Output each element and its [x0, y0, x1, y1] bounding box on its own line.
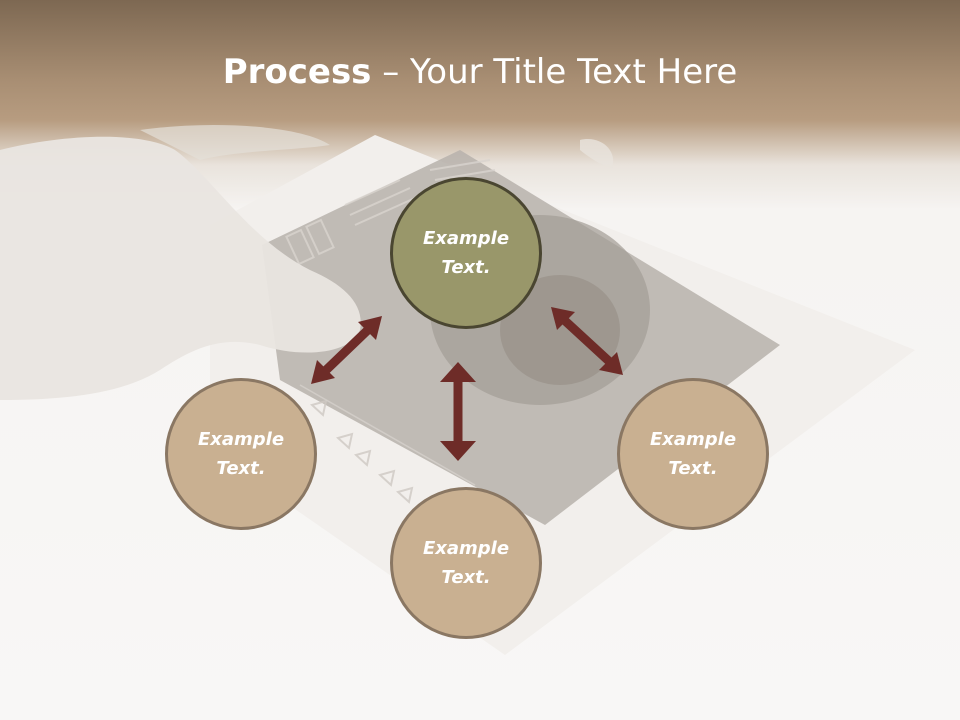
scan-side-markers	[309, 399, 414, 504]
process-node-bottom: Example Text.	[390, 487, 542, 639]
process-node-center: Example Text.	[390, 177, 542, 329]
glove-fingertip	[580, 139, 614, 168]
node-left-label: Example Text.	[197, 429, 285, 479]
node-right-label: Example Text.	[649, 429, 737, 479]
arrow-center-to-right	[551, 307, 623, 375]
gloved-hand	[0, 136, 361, 400]
slide-title: Process – Your Title Text Here	[0, 52, 960, 92]
node-bottom-label: Example Text.	[422, 538, 510, 588]
arrow-center-to-left	[311, 316, 382, 384]
glove-knuckle	[140, 125, 330, 160]
scan-image-core	[500, 275, 620, 385]
scan-markings	[285, 159, 496, 266]
title-bold: Process	[222, 52, 372, 92]
arrow-center-to-bottom	[440, 362, 476, 461]
node-center-label: Example Text.	[422, 228, 510, 278]
process-node-right: Example Text.	[617, 378, 769, 530]
process-node-left: Example Text.	[165, 378, 317, 530]
title-rest: – Your Title Text Here	[371, 52, 738, 92]
